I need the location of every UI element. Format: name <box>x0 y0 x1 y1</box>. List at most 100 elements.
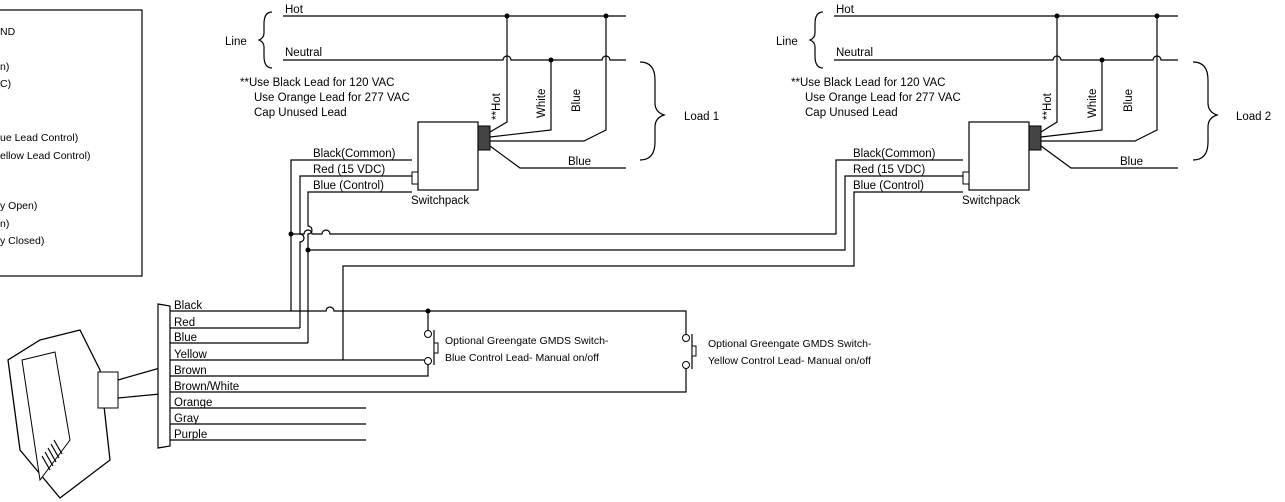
circuit-1: Line Hot Neutral Load 1 **Use Black Lead… <box>225 4 719 207</box>
legend-line: ue Lead Control) <box>0 132 78 144</box>
blue-wire-2 <box>342 191 963 360</box>
legend-line: y Open) <box>0 200 37 212</box>
sensor-lens <box>97 371 119 409</box>
optional-switch-1: Optional Greengate GMDS Switch- Blue Con… <box>343 311 609 365</box>
load-brace <box>1192 61 1219 161</box>
load-brace <box>639 61 666 161</box>
sensor-leads: Black Red Blue Yellow Brown Brown/White … <box>170 300 687 441</box>
legend-border <box>0 9 143 277</box>
lead-note: Cap Unused Lead <box>805 107 898 119</box>
switchpack-connector <box>477 125 491 151</box>
line-brace <box>257 11 273 69</box>
load-blue-label: Blue <box>1120 156 1143 168</box>
lead-black-label: Black <box>174 300 202 312</box>
line-brace <box>808 11 824 69</box>
lead-note: Use Orange Lead for 277 VAC <box>254 92 410 104</box>
lead-purple-label: Purple <box>174 429 207 441</box>
line-label: Line <box>225 36 247 48</box>
switchpack-port <box>962 171 970 185</box>
red-wire-1 <box>299 175 412 328</box>
legend-line: C) <box>0 78 11 90</box>
lead-yellow-label: Yellow <box>174 349 208 361</box>
switchpack-label: Switchpack <box>962 195 1020 207</box>
legend-box: ND n) C) ue Lead Control) ellow Lead Con… <box>0 9 143 277</box>
white-lead <box>489 60 552 138</box>
switch-button-icon <box>433 342 439 354</box>
red-label: Red (15 VDC) <box>853 164 925 176</box>
switchpack-port <box>411 171 419 185</box>
line-label: Line <box>776 36 798 48</box>
lead-red-label: Red <box>174 317 195 329</box>
low-voltage-wiring <box>288 159 963 360</box>
hot-lead-label: **Hot <box>1042 92 1054 120</box>
neutral-line <box>834 55 1178 61</box>
lead-note: Use Orange Lead for 277 VAC <box>805 92 961 104</box>
blue-wire-1 <box>307 191 412 343</box>
common-label: Black(Common) <box>313 148 396 160</box>
sensor-lead-block <box>157 303 171 449</box>
switch-contact-bottom <box>682 361 690 369</box>
white-lead-label: White <box>1087 89 1099 118</box>
junction-dot <box>305 247 311 253</box>
neutral-label: Neutral <box>285 47 322 59</box>
legend-line: y Closed) <box>0 235 44 247</box>
lead-orange-label: Orange <box>174 397 212 409</box>
hot-label: Hot <box>285 4 304 16</box>
lead-blue-label: Blue <box>174 332 197 344</box>
common-wire-2 <box>291 159 963 235</box>
white-lead <box>1040 60 1103 138</box>
switch-label: Blue Control Lead- Manual on/off <box>445 352 599 364</box>
blue-lead-label: Blue <box>1123 89 1135 112</box>
circuit-2: Line Hot Neutral Load 2 **Use Black Lead… <box>776 4 1271 207</box>
switch-contact-top <box>424 330 432 338</box>
common-wire-1 <box>290 159 412 311</box>
legend-line: n) <box>0 218 9 230</box>
switchpack-connector <box>1028 125 1042 151</box>
lead-note: Cap Unused Lead <box>254 107 347 119</box>
sensor-vent-icon <box>41 439 63 471</box>
lead-brownwhite-line <box>170 368 687 393</box>
hot-lead <box>489 16 508 133</box>
common-label: Black(Common) <box>853 148 936 160</box>
white-lead-label: White <box>536 89 548 118</box>
switch-button-icon <box>691 345 697 357</box>
lead-note: **Use Black Lead for 120 VAC <box>240 77 394 89</box>
switchpack-label: Switchpack <box>411 195 469 207</box>
control-label: Blue (Control) <box>853 180 924 192</box>
switch-contact-bottom <box>424 357 432 365</box>
load-label: Load 2 <box>1236 111 1271 123</box>
switch-label: Optional Greengate GMDS Switch- <box>445 335 609 347</box>
blue-lead-label: Blue <box>571 89 583 112</box>
red-label: Red (15 VDC) <box>313 164 385 176</box>
junction-dot <box>288 231 294 237</box>
lead-gray-label: Gray <box>174 413 199 425</box>
optional-switch-2: Optional Greengate GMDS Switch- Yellow C… <box>682 334 872 369</box>
neutral-label: Neutral <box>836 47 873 59</box>
switchpack-box <box>968 121 1030 191</box>
sensor-unit <box>7 303 171 499</box>
load-blue-label: Blue <box>568 156 591 168</box>
switch-contact-top <box>682 334 690 342</box>
lead-brownwhite-label: Brown/White <box>174 381 239 393</box>
lead-brown-label: Brown <box>174 365 207 377</box>
lead-note: **Use Black Lead for 120 VAC <box>791 77 945 89</box>
hot-lead <box>1040 16 1058 133</box>
load-label: Load 1 <box>684 111 719 123</box>
legend-line: ellow Lead Control) <box>0 150 90 162</box>
sensor-arm <box>117 367 161 399</box>
load-blue-lead <box>1040 145 1178 169</box>
legend-line: ND <box>0 26 16 38</box>
legend-line: n) <box>0 61 9 73</box>
common-bus <box>291 306 687 338</box>
switch-label: Optional Greengate GMDS Switch- <box>708 338 872 350</box>
hot-lead-label: **Hot <box>491 92 503 120</box>
blue-lead <box>1041 16 1158 142</box>
load-blue-lead <box>489 145 626 169</box>
neutral-line <box>283 55 626 61</box>
control-label: Blue (Control) <box>313 180 384 192</box>
blue-lead <box>490 16 607 142</box>
lead-brown-line <box>170 364 429 377</box>
hot-label: Hot <box>836 4 855 16</box>
switch-label: Yellow Control Lead- Manual on/off <box>708 355 871 367</box>
